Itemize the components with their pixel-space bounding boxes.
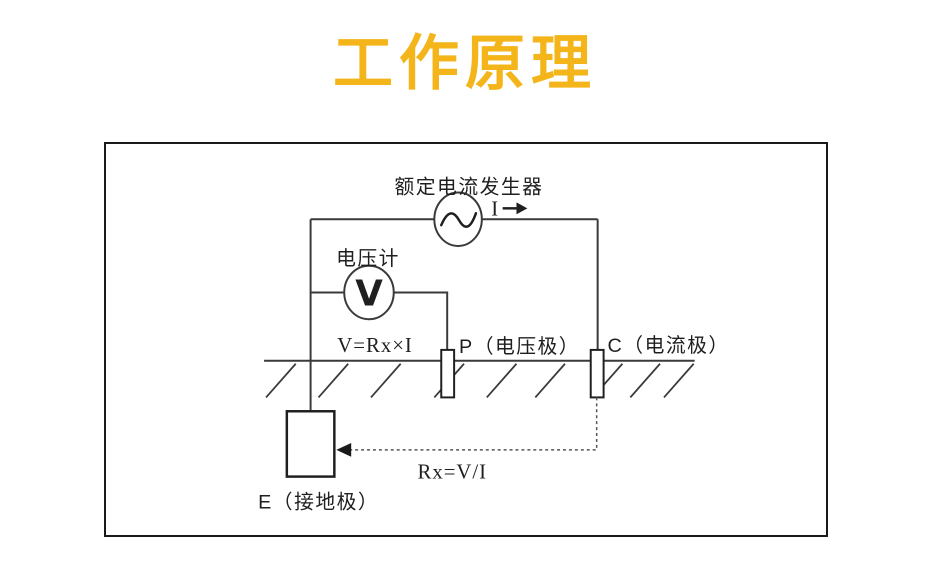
electrode-p [440,348,456,399]
voltmeter-icon: V [343,264,395,321]
electrode-e [285,410,336,478]
wire-voltmeter-to-p [393,291,449,350]
sine-wave-icon [440,212,478,228]
current-direction-indicator: I [491,197,528,220]
ground-hatching [265,363,695,398]
feedback-arrow-head-icon [336,442,352,457]
voltmeter-label: 电压计 [336,248,400,270]
page-title: 工作原理 [333,30,597,97]
resistance-formula: Rx=V/I [417,461,487,484]
current-label: I [491,197,498,220]
dashed-line [348,397,598,451]
measurement-feedback-path [336,397,598,457]
voltmeter-symbol: V [355,273,383,314]
circuit-schematic: I V 额定电流发生器 电压计 V=Rx×I P（电压极） [258,176,730,513]
working-principle-diagram: I V 额定电流发生器 电压计 V=Rx×I P（电压极） [104,142,828,537]
electrode-c [589,348,605,399]
voltage-formula: V=Rx×I [337,334,413,357]
circuit-wires [309,218,599,412]
current-arrow-head-icon [516,202,528,215]
generator-label: 额定电流发生器 [395,176,544,198]
ac-source-icon [433,191,483,247]
e-electrode-label: E（接地极） [258,491,379,513]
p-electrode-label: P（电压极） [459,336,580,358]
c-electrode-label: C（电流极） [608,335,730,357]
